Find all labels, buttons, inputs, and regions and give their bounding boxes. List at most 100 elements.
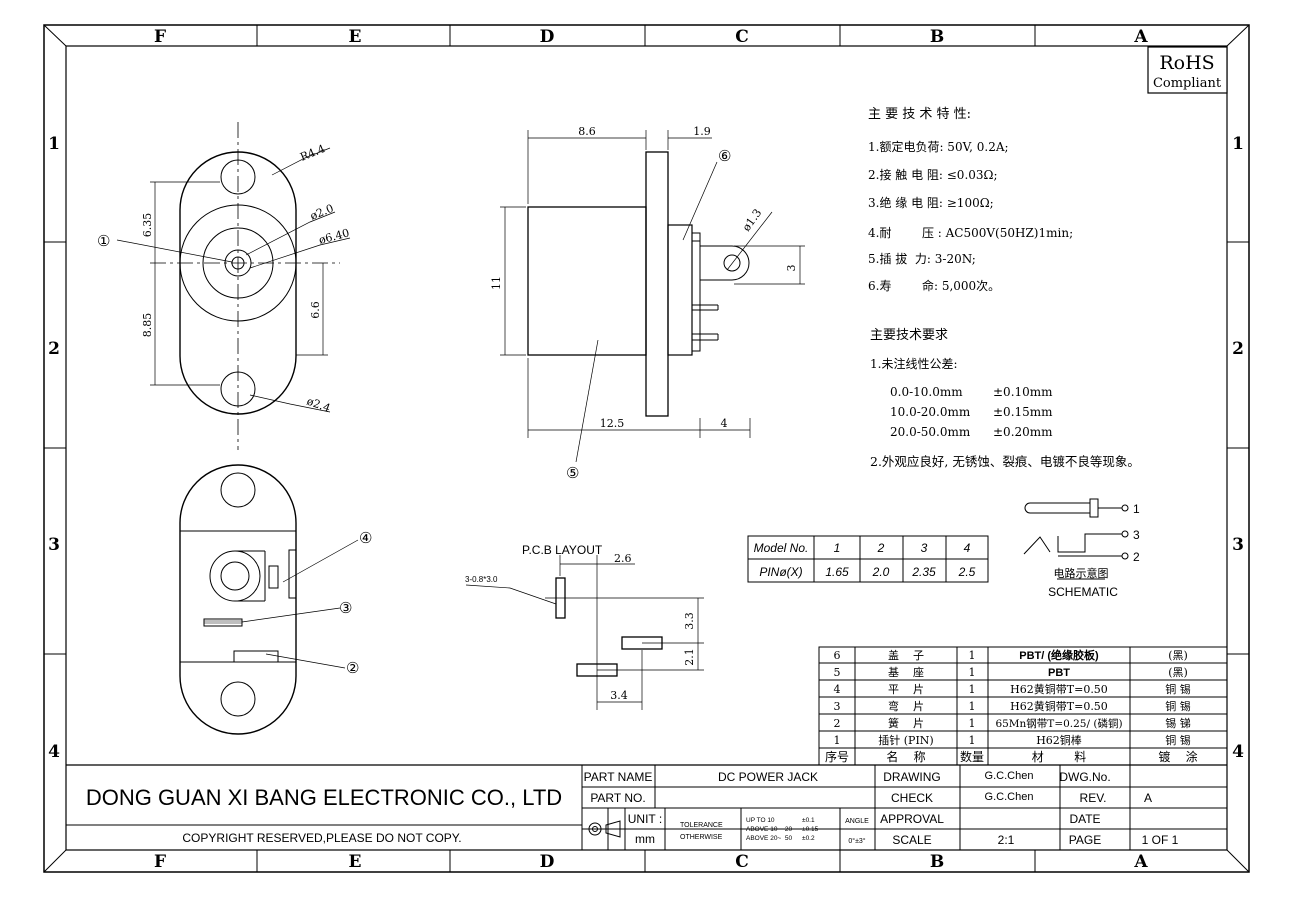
schematic: 1 3 2 电路示意图 SCHEMATIC: [1023, 498, 1140, 599]
dim-d3: 3: [785, 265, 798, 272]
tolerance-label: TOLERANCE: [680, 822, 723, 829]
bom-r3-finish: 铜 锡: [1165, 699, 1191, 713]
approval-label: APPROVAL: [880, 812, 944, 826]
col-label-a-top: A: [1133, 27, 1148, 47]
bom-r4-qty: 1: [969, 683, 976, 696]
bom-r6-finish: (黑): [1168, 649, 1188, 662]
bom-r1-no: 1: [834, 734, 841, 747]
bom-r6-mat: PBT/ (绝缘胶板): [1019, 648, 1099, 662]
dim-d885: 8.85: [141, 313, 154, 338]
rohs-subtitle: Compliant: [1153, 76, 1222, 91]
req-title: 主要技术要求: [870, 328, 948, 343]
spec-item-1: 1.额定电负荷: 50V, 0.2A;: [868, 139, 1009, 154]
check-label: CHECK: [891, 791, 933, 805]
tol-b-3: ±0.2: [802, 835, 815, 842]
callout-5: ⑤: [566, 464, 579, 482]
pcb-dim-26: 2.6: [614, 552, 632, 565]
bom-header-name: 名 称: [886, 749, 925, 764]
dim-d19: 1.9: [693, 125, 711, 138]
model-header-label: Model No.: [754, 541, 809, 555]
bom-header-qty: 数量: [960, 749, 984, 764]
col-label-c-bottom: C: [735, 852, 749, 872]
bom-r3-mat: H62黄铜带T=0.50: [1010, 699, 1108, 713]
bom-r2-no: 2: [834, 717, 841, 730]
bom-r5-name: 基 座: [888, 665, 924, 679]
model-row-label: PINø(X): [759, 565, 802, 579]
copyright-notice: COPYRIGHT RESERVED,PLEASE DO NOT COPY.: [182, 831, 461, 845]
spec-item-3: 3.绝 缘 电 阻: ≥100Ω;: [868, 195, 994, 210]
bom-r3-name: 弯 片: [888, 699, 924, 713]
col-label-e-top: E: [349, 27, 362, 47]
col-label-e-bottom: E: [349, 852, 362, 872]
angle-label: ANGLE: [845, 818, 869, 825]
pcb-dim-21: 2.1: [683, 648, 696, 666]
model-pin-2: 2.0: [872, 565, 890, 579]
spec-item-4: 4.耐 压 : AC500V(50HZ)1min;: [868, 226, 1073, 240]
pcb-hole-note: 3-0.8*3.0: [465, 575, 498, 584]
model-pin-4: 2.5: [958, 565, 976, 579]
model-pin-3: 2.35: [911, 565, 936, 579]
bom-r6-no: 6: [834, 649, 841, 662]
row-label-1-right: 1: [1232, 134, 1244, 154]
model-table: Model No. 1 2 3 4 PINø(X) 1.65 2.0 2.35 …: [747, 535, 989, 583]
row-label-2-right: 2: [1232, 339, 1244, 359]
dwg-label: DWG.No.: [1059, 770, 1110, 784]
rev-label: REV.: [1080, 791, 1107, 805]
bom-table: 6 盖 子 1 PBT/ (绝缘胶板) (黑) 5 基 座 1 PBT (黑) …: [818, 646, 1228, 766]
dim-d11: 11: [490, 276, 503, 290]
bom-header-mat: 材 料: [1032, 750, 1087, 764]
dim-r44: R4.4: [298, 142, 327, 164]
schematic-pin-1: 1: [1133, 502, 1140, 516]
bom-r4-name: 平 片: [888, 683, 924, 696]
bom-r5-qty: 1: [969, 666, 976, 679]
unit-value: mm: [635, 832, 655, 846]
part-name-value: DC POWER JACK: [718, 770, 818, 784]
row-label-2-left: 2: [48, 339, 60, 359]
col-label-d-top: D: [540, 27, 555, 47]
bom-r5-mat: PBT: [1048, 667, 1070, 679]
col-label-b-bottom: B: [930, 852, 944, 872]
bottom-view: [179, 464, 359, 735]
bom-r4-no: 4: [834, 683, 841, 696]
scale-label: SCALE: [892, 833, 931, 847]
pcb-layout: [465, 555, 704, 710]
pcb-dim-34: 3.4: [610, 689, 628, 702]
tol-b-2: ±0.15: [802, 826, 819, 833]
bom-r4-mat: H62黄铜带T=0.50: [1010, 682, 1108, 696]
schematic-label: SCHEMATIC: [1048, 585, 1118, 599]
tol-a-3: ABOVE 20~ 50: [746, 835, 792, 842]
dim-d20: ø2.0: [308, 202, 335, 223]
bom-r2-qty: 1: [969, 717, 976, 730]
bottom-view-callouts: ④ ③ ②: [339, 529, 372, 677]
bom-r2-name: 簧 片: [888, 716, 924, 730]
col-label-b-top: B: [930, 27, 944, 47]
bom-r1-finish: 铜 锡: [1165, 733, 1191, 747]
dim-d24: ø2.4: [305, 395, 332, 415]
company-name: DONG GUAN XI BANG ELECTRONIC CO., LTD: [86, 785, 562, 810]
req-item-1: 1.未注线性公差:: [870, 356, 958, 371]
callout-2: ②: [346, 659, 359, 677]
front-view: [116, 122, 351, 450]
model-pin-1: 1.65: [825, 565, 849, 579]
model-header-4: 4: [964, 541, 971, 555]
dim-d13: ø1.3: [740, 207, 764, 234]
bom-r2-finish: 锡 锑: [1165, 716, 1191, 730]
spec-item-6: 6.寿 命: 5,000次。: [868, 278, 1000, 293]
part-no-label: PART NO.: [590, 791, 645, 805]
callout-4: ④: [359, 529, 372, 547]
bom-r4-finish: 铜 锡: [1165, 682, 1191, 696]
specs-title: 主 要 技 术 特 性:: [868, 107, 971, 122]
rev-value: A: [1144, 791, 1152, 805]
schematic-pin-3: 3: [1133, 528, 1140, 542]
row-label-3-right: 3: [1232, 535, 1244, 555]
bom-header-no: 序号: [825, 749, 849, 764]
dim-d125: 12.5: [600, 417, 625, 430]
bom-r6-name: 盖 子: [888, 648, 924, 662]
tol-range-3: 20.0-50.0mm: [890, 425, 971, 439]
bom-r1-qty: 1: [969, 734, 976, 747]
row-label-1-left: 1: [48, 134, 60, 154]
dim-d86: 8.6: [578, 125, 596, 138]
bom-header-finish: 镀 涂: [1158, 749, 1197, 764]
date-label: DATE: [1069, 812, 1100, 826]
